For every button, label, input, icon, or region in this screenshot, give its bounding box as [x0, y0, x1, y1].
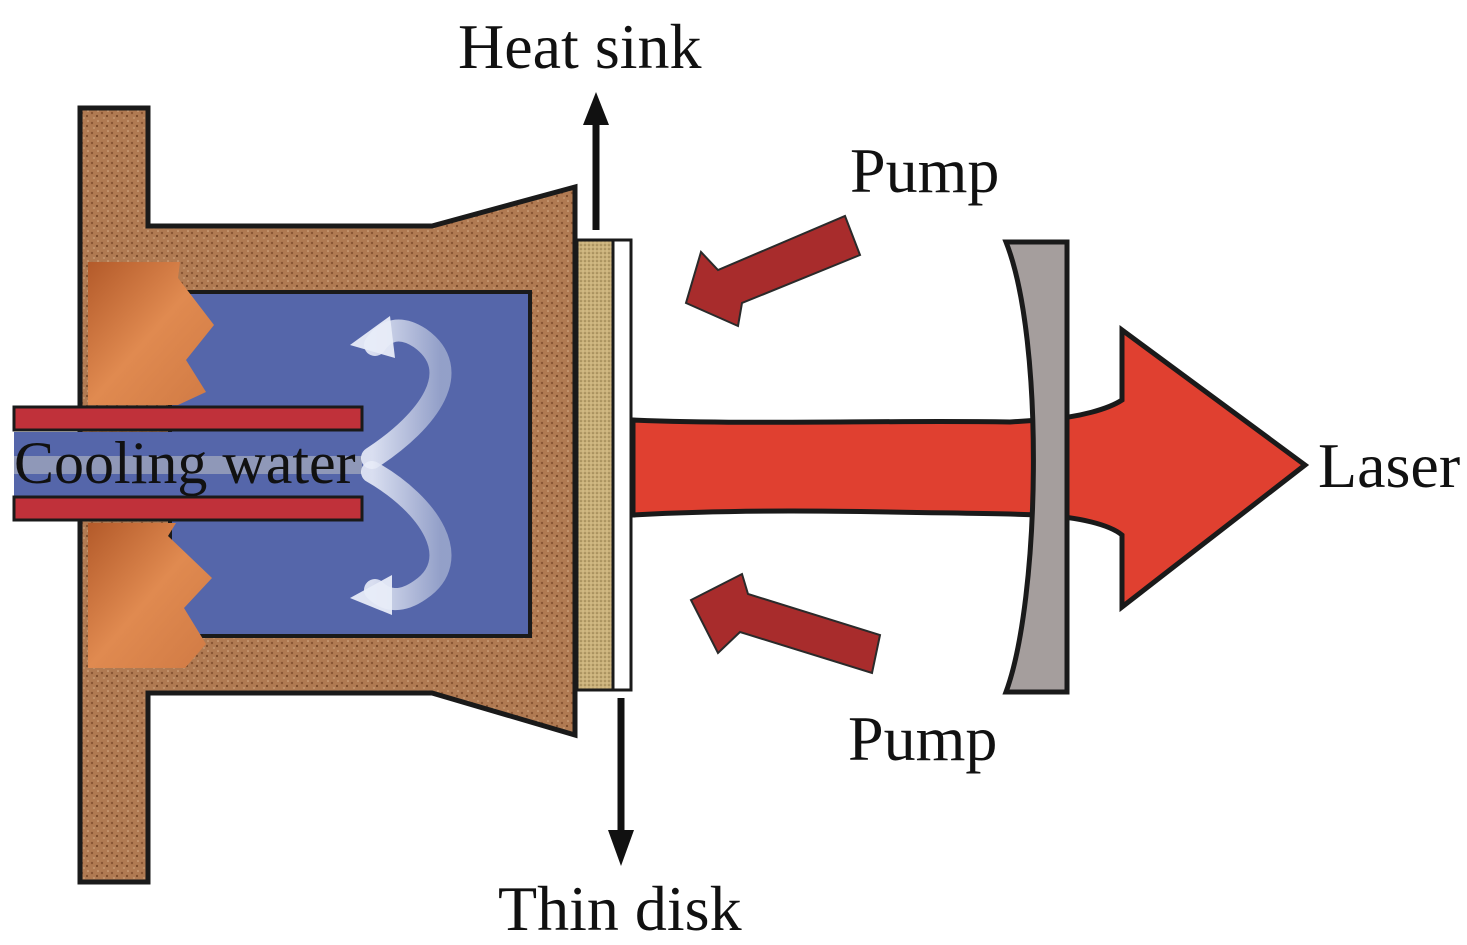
cooling-pipe-core	[14, 456, 362, 474]
cooling-pipe-top-wall	[12, 405, 364, 432]
laser-label: Laser	[1318, 430, 1460, 501]
output-mirror	[1002, 239, 1070, 695]
cooling-pipe-bottom-wall	[12, 495, 364, 522]
disk-crystal-layer	[575, 238, 615, 692]
thin-disk-label: Thin disk	[498, 873, 742, 944]
flow-arrow-top	[350, 316, 452, 469]
laser-beam	[630, 325, 1310, 613]
pump-arrow-top	[684, 214, 862, 328]
copper-fin-top	[88, 262, 214, 405]
thin-disk-arrow	[608, 698, 634, 866]
heat-sink-label: Heat sink	[458, 11, 702, 82]
copper-fin-bottom	[88, 523, 212, 668]
flow-arrow-bottom	[350, 461, 452, 615]
pump-bottom-label: Pump	[848, 703, 997, 774]
cooling-water-label: Cooling water	[14, 430, 356, 496]
pump-top-label: Pump	[850, 135, 999, 206]
pump-arrow-bottom	[689, 572, 882, 675]
disk-coating-layer	[611, 238, 633, 692]
heat-sink-arrow	[583, 92, 609, 230]
